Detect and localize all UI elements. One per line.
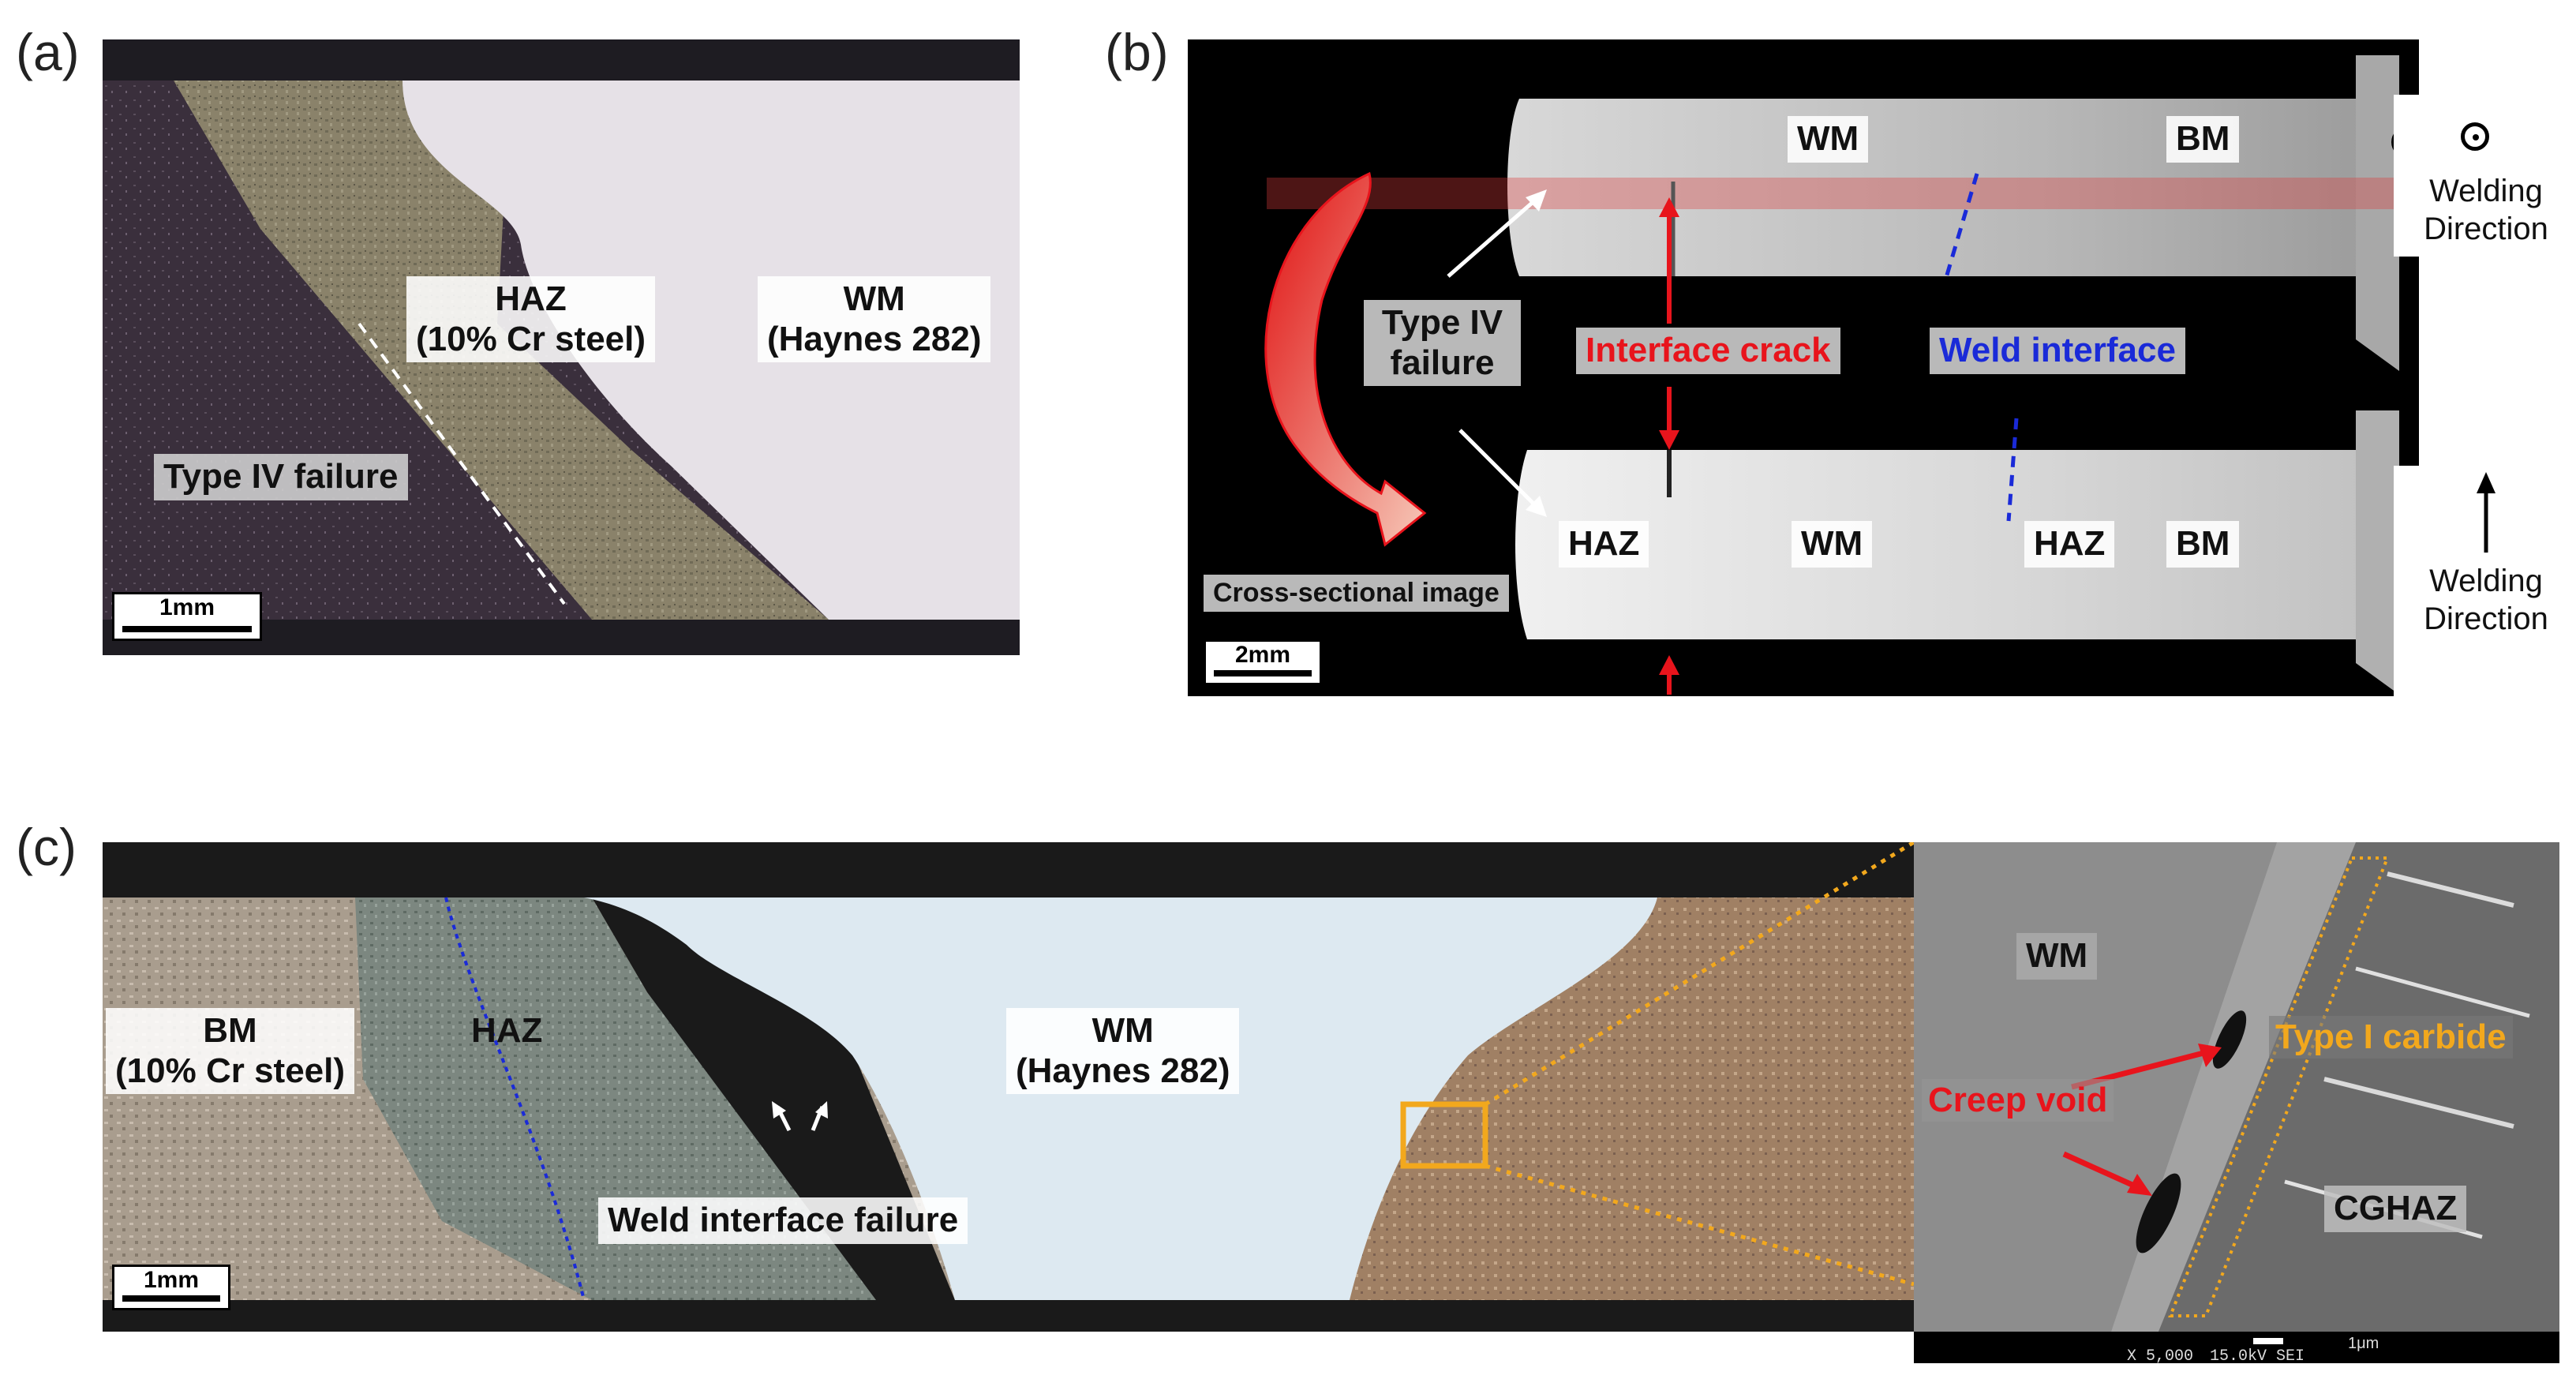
inset-creep-label: Creep void	[1922, 1079, 2114, 1122]
panel-c-haz-label: HAZ	[471, 1011, 543, 1050]
panel-a-scale-bar: 1mm	[112, 592, 262, 641]
panel-b-haz-left-label: HAZ	[1559, 521, 1649, 568]
panel-c-weld-failure-label: Weld interface failure	[598, 1197, 968, 1244]
panel-a-wm-label: WM(Haynes 282)	[758, 276, 991, 363]
panel-b-welding-dir-bottom-box	[2394, 466, 2419, 696]
panel-b-cross-section-label: Cross-sectional image	[1204, 575, 1509, 613]
panel-b-image: WM BM Type IV failure Interface crack We…	[1188, 39, 2419, 696]
panel-b-bm-top-label: BM	[2166, 116, 2240, 163]
panel-label-b: (b)	[1105, 23, 1169, 81]
panel-c-sem-inset: WM Type I carbide Creep void CGHAZ X 5,0…	[1914, 842, 2559, 1363]
panel-b-welding-direction-top: Welding Direction	[2424, 174, 2548, 246]
panel-c-micrograph: BM(10% Cr steel) HAZ WM(Haynes 282) Weld…	[103, 842, 1914, 1332]
panel-b-wm-top-label: WM	[1788, 116, 1869, 163]
panel-a-haz-label: HAZ(10% Cr steel)	[406, 276, 656, 363]
panel-c-bm-label: BM(10% Cr steel)	[106, 1008, 355, 1095]
panel-label-a: (a)	[16, 23, 80, 81]
panel-b-type-iv-label: Type IV failure	[1364, 300, 1521, 387]
panel-a-failure-label: Type IV failure	[154, 454, 408, 500]
panel-b-wm-bottom-label: WM	[1792, 521, 1873, 568]
inset-carbide-label: Type I carbide	[2269, 1016, 2513, 1059]
panel-c-image	[103, 842, 1914, 1301]
panel-a-micrograph: HAZ(10% Cr steel) WM(Haynes 282) Type IV…	[103, 39, 1020, 655]
panel-b-dot-icon	[2461, 122, 2489, 151]
panel-b-scale-bar: 2mm	[1204, 639, 1322, 685]
panel-b-welding-dir-top-box	[2394, 95, 2419, 257]
panel-b-interface-crack-label: Interface crack	[1576, 328, 1840, 374]
inset-cghaz-label: CGHAZ	[2324, 1186, 2467, 1232]
panel-label-c: (c)	[16, 818, 77, 876]
panel-b-bm-bottom-label: BM	[2166, 521, 2240, 568]
inset-sem-scale: 1μm	[2348, 1335, 2379, 1352]
inset-sem-kv: 15.0kV SEI	[2210, 1347, 2305, 1363]
panel-c-scale-bar: 1mm	[112, 1265, 230, 1310]
panel-b-weld-interface-label: Weld interface	[1930, 328, 2185, 374]
panel-c-wm-label: WM(Haynes 282)	[1006, 1008, 1240, 1095]
panel-b-haz-right-label: HAZ	[2024, 521, 2115, 568]
panel-b-welding-direction-bottom: Welding Direction	[2424, 564, 2548, 636]
inset-sem-mag: X 5,000	[2127, 1347, 2194, 1363]
inset-wm-label: WM	[2016, 933, 2098, 980]
